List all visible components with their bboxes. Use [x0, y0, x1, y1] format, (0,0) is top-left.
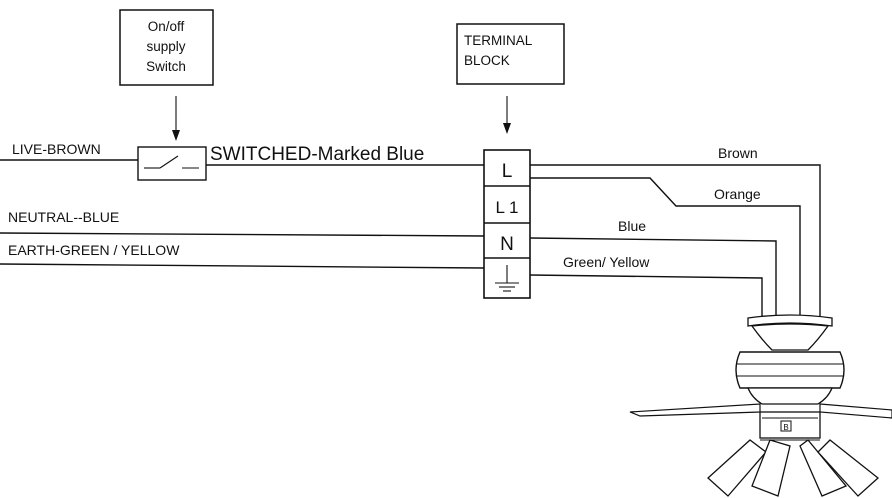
green-yellow-wire-label: Green/ Yellow: [563, 254, 650, 270]
neutral-wire-incoming: [0, 232, 485, 237]
terminal-n: N: [500, 234, 514, 255]
fan-badge: B: [783, 423, 788, 432]
switch-symbol: [137, 146, 207, 181]
terminal-block: L L 1 N: [483, 149, 531, 299]
fan-wiring: Brown Orange Blue Green/ Yellow: [529, 145, 821, 318]
supply-switch-callout-line-1: On/off: [148, 19, 185, 34]
earth-wire-incoming: [0, 263, 485, 269]
live-wire-label: LIVE-BROWN: [12, 141, 101, 157]
blue-wire-label: Blue: [618, 218, 646, 234]
earth-wire-label: EARTH-GREEN / YELLOW: [8, 242, 180, 258]
blue-wire: [529, 237, 777, 318]
terminal-block-callout-box: [456, 23, 565, 85]
terminal-block-callout: TERMINAL BLOCK: [456, 23, 565, 134]
green-yellow-wire: [529, 274, 763, 318]
terminal-l1: L 1: [495, 198, 518, 217]
supply-switch-callout: On/off supply Switch: [119, 9, 214, 141]
ceiling-fan-icon: B: [629, 314, 892, 497]
supply-switch-arrow-head: [172, 130, 180, 141]
terminal-l: L: [502, 161, 513, 182]
supply-switch-callout-line-3: Switch: [146, 59, 186, 74]
orange-wire: [530, 177, 801, 318]
supply-switch-callout-line-2: supply: [146, 39, 185, 54]
switched-live-label: SWITCHED-Marked Blue: [210, 144, 424, 165]
mains-wiring: LIVE-BROWN SWITCHED-Marked Blue NEUTRAL-…: [0, 141, 485, 269]
brown-wire-label: Brown: [718, 145, 758, 161]
neutral-wire-label: NEUTRAL--BLUE: [8, 209, 119, 225]
brown-wire: [530, 164, 821, 318]
terminal-block-callout-line-2: BLOCK: [464, 53, 510, 68]
terminal-block-callout-line-1: TERMINAL: [464, 33, 533, 48]
earth-symbol-icon: [495, 265, 519, 292]
orange-wire-label: Orange: [714, 186, 761, 202]
supply-switch-callout-box: [119, 9, 214, 86]
terminal-block-arrow-head: [503, 123, 511, 134]
